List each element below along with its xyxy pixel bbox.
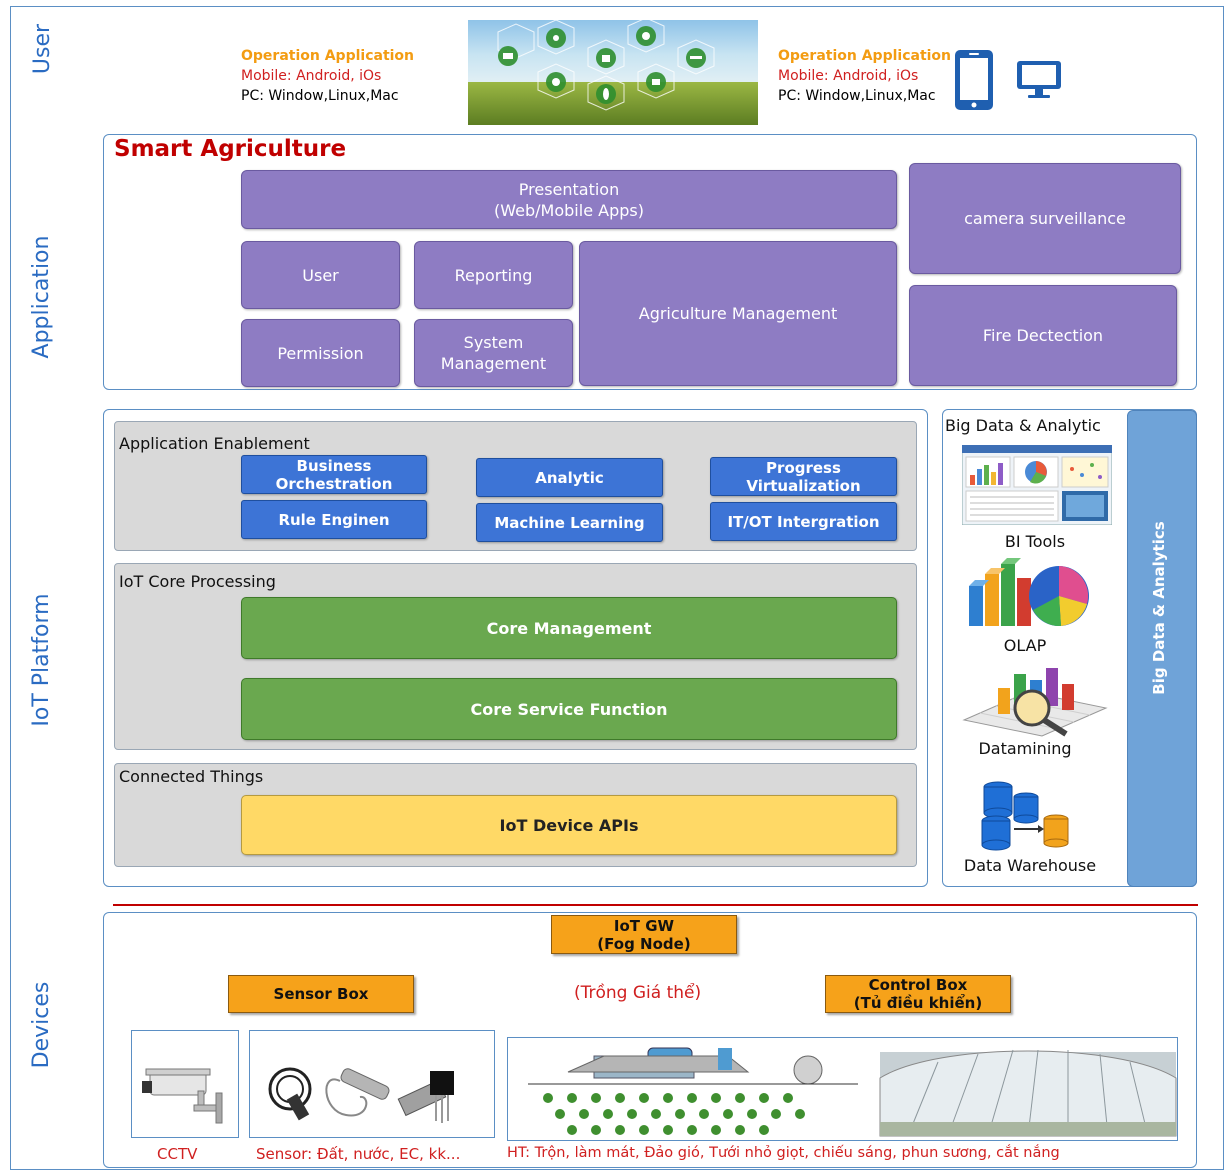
progress-virtualization-button[interactable]: Progress Virtualization [710,457,897,496]
system-management-module[interactable]: System Management [414,319,573,387]
layer-label-user: User [30,23,55,75]
iot-core-processing-title: IoT Core Processing [119,572,276,591]
presentation-module[interactable]: Presentation (Web/Mobile Apps) [241,170,897,229]
it-ot-integration-label: IT/OT Intergration [727,512,880,531]
layer-separator-line [113,904,1198,906]
iot-device-apis-label: IoT Device APIs [499,815,639,835]
rule-engine-button[interactable]: Rule Enginen [241,500,427,539]
sensor-caption: Sensor: Đất, nước, EC, kk... [256,1145,461,1163]
core-management-block[interactable]: Core Management [241,597,897,659]
olap-cube-icon [963,556,1095,634]
user-module-label: User [302,265,339,285]
agriculture-management-module[interactable]: Agriculture Management [579,241,897,386]
reporting-module-label: Reporting [454,265,533,285]
operation-app-pc: PC: Window,Linux,Mac [241,88,399,104]
iot-device-apis-block[interactable]: IoT Device APIs [241,795,897,855]
user-module[interactable]: User [241,241,400,309]
smart-agriculture-title: Smart Agriculture [114,136,347,162]
page-frame [10,6,1224,1170]
control-box-label: Control Box (Tủ điều khiển) [853,976,983,1012]
datamining-icon [958,660,1108,738]
cctv-camera-icon [142,1068,223,1124]
operation-app-right: Operation Application Mobile: Android, i… [778,46,958,106]
bi-tools-caption: BI Tools [1004,532,1066,551]
reporting-module[interactable]: Reporting [414,241,573,309]
core-management-label: Core Management [486,618,652,638]
progress-virtualization-label: Progress Virtualization [746,458,861,495]
presentation-label: Presentation (Web/Mobile Apps) [494,179,644,220]
application-enablement-title: Application Enablement [119,434,310,453]
permission-module-label: Permission [277,343,364,363]
sensor-devices-icon [268,1067,454,1123]
big-data-side-bar [1127,410,1197,887]
business-orchestration-label: Business Orchestration [275,456,393,493]
sensor-box-label: Sensor Box [273,985,369,1003]
machine-learning-button[interactable]: Machine Learning [476,503,663,542]
sensor-image-frame [249,1030,495,1138]
planting-media-label: (Trồng Giá thể) [574,983,702,1003]
rule-engine-label: Rule Enginen [278,510,390,529]
datamining-caption: Datamining [978,739,1072,758]
irrigation-system-diagram-icon [528,1047,1177,1137]
fire-detection-module[interactable]: Fire Dectection [909,285,1177,386]
operation-app-mobile: Mobile: Android, iOs [241,68,382,84]
system-caption: HT: Trộn, làm mát, Đảo gió, Tưới nhỏ giọ… [507,1145,1060,1161]
operation-app-left: Operation Application Mobile: Android, i… [241,46,461,106]
operation-app-mobile: Mobile: Android, iOs [778,68,919,84]
control-box[interactable]: Control Box (Tủ điều khiển) [825,975,1011,1013]
cctv-caption: CCTV [157,1145,198,1163]
core-service-function-label: Core Service Function [470,699,668,719]
camera-surveillance-module[interactable]: camera surveillance [909,163,1181,274]
olap-caption: OLAP [1003,636,1047,655]
system-management-label: System Management [440,333,547,373]
smart-farm-banner-image [468,20,758,125]
permission-module[interactable]: Permission [241,319,400,387]
cctv-image-frame [131,1030,239,1138]
big-data-side-label: Big Data & Analytics [1150,521,1168,695]
bi-tools-dashboard-icon [961,444,1113,526]
connected-things-title: Connected Things [119,767,264,786]
layer-label-iot-platform: IoT Platform [29,593,54,727]
camera-surveillance-label: camera surveillance [964,209,1126,228]
agriculture-management-label: Agriculture Management [638,304,838,323]
operation-app-title: Operation Application [241,48,415,64]
analytic-label: Analytic [535,468,604,487]
fire-detection-label: Fire Dectection [982,326,1104,345]
data-warehouse-icon [976,777,1076,853]
big-data-title: Big Data & Analytic [945,416,1101,435]
iot-gateway-label: IoT GW (Fog Node) [597,916,691,953]
mobile-phone-icon [953,48,995,112]
sensor-box[interactable]: Sensor Box [228,975,414,1013]
machine-learning-label: Machine Learning [494,513,645,532]
it-ot-integration-button[interactable]: IT/OT Intergration [710,502,897,541]
desktop-monitor-icon [1016,60,1062,100]
layer-label-application: Application [29,235,54,359]
core-service-function-block[interactable]: Core Service Function [241,678,897,740]
analytic-button[interactable]: Analytic [476,458,663,497]
layer-label-devices: Devices [29,981,54,1069]
business-orchestration-button[interactable]: Business Orchestration [241,455,427,494]
operation-app-pc: PC: Window,Linux,Mac [778,88,936,104]
greenhouse-system-image-frame [507,1037,1178,1141]
operation-app-title: Operation Application [778,48,952,64]
data-warehouse-caption: Data Warehouse [963,856,1097,875]
iot-gateway-box[interactable]: IoT GW (Fog Node) [551,915,737,954]
